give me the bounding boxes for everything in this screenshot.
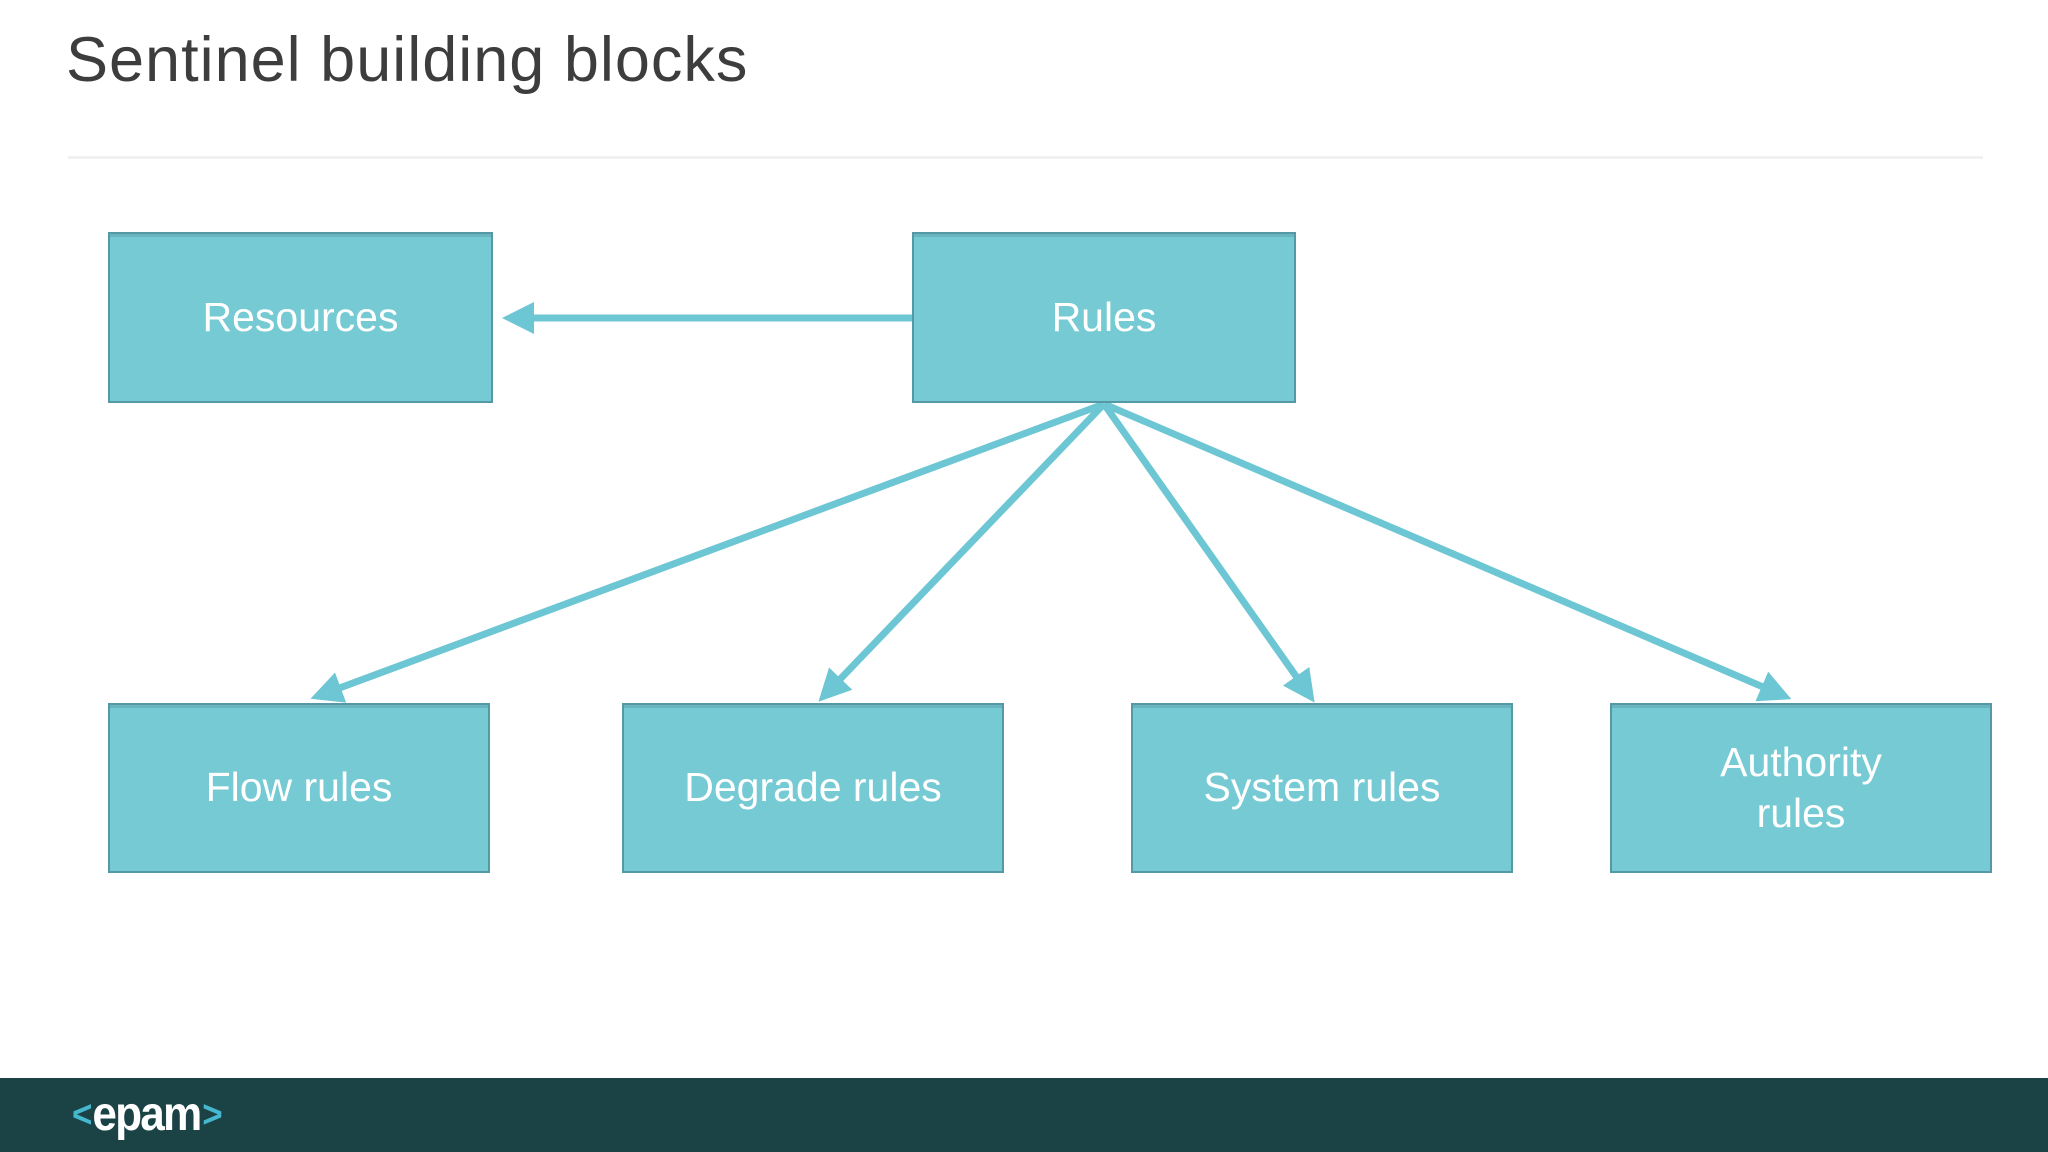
node-rules: Rules [912, 232, 1296, 403]
logo-text: epam [92, 1088, 202, 1141]
title-divider [68, 156, 1983, 159]
node-flow-rules-label: Flow rules [205, 764, 393, 811]
node-degrade-rules: Degrade rules [622, 703, 1004, 873]
arrow-rules-to-flow [310, 400, 1106, 703]
node-resources-label: Resources [202, 293, 399, 340]
node-system-rules: System rules [1131, 703, 1513, 873]
node-flow-rules: Flow rules [108, 703, 490, 873]
arrow-rules-to-system [1101, 401, 1315, 703]
node-degrade-rules-label: Degrade rules [684, 764, 942, 811]
arrow-rules-to-degrade [818, 401, 1107, 702]
node-authority-rules: Authority rules [1610, 703, 1992, 873]
node-system-rules-label: System rules [1203, 764, 1441, 811]
logo-left-bracket-icon: < [72, 1094, 92, 1136]
logo-right-bracket-icon: > [202, 1094, 222, 1136]
node-authority-rules-label: Authority rules [1720, 738, 1882, 836]
footer-bar: < epam > [0, 1078, 2048, 1152]
arrow-rules-to-authority [1102, 400, 1792, 702]
node-rules-label: Rules [1051, 293, 1157, 340]
node-resources: Resources [108, 232, 493, 403]
page-title: Sentinel building blocks [66, 25, 749, 95]
epam-logo: < epam > [72, 1088, 223, 1141]
